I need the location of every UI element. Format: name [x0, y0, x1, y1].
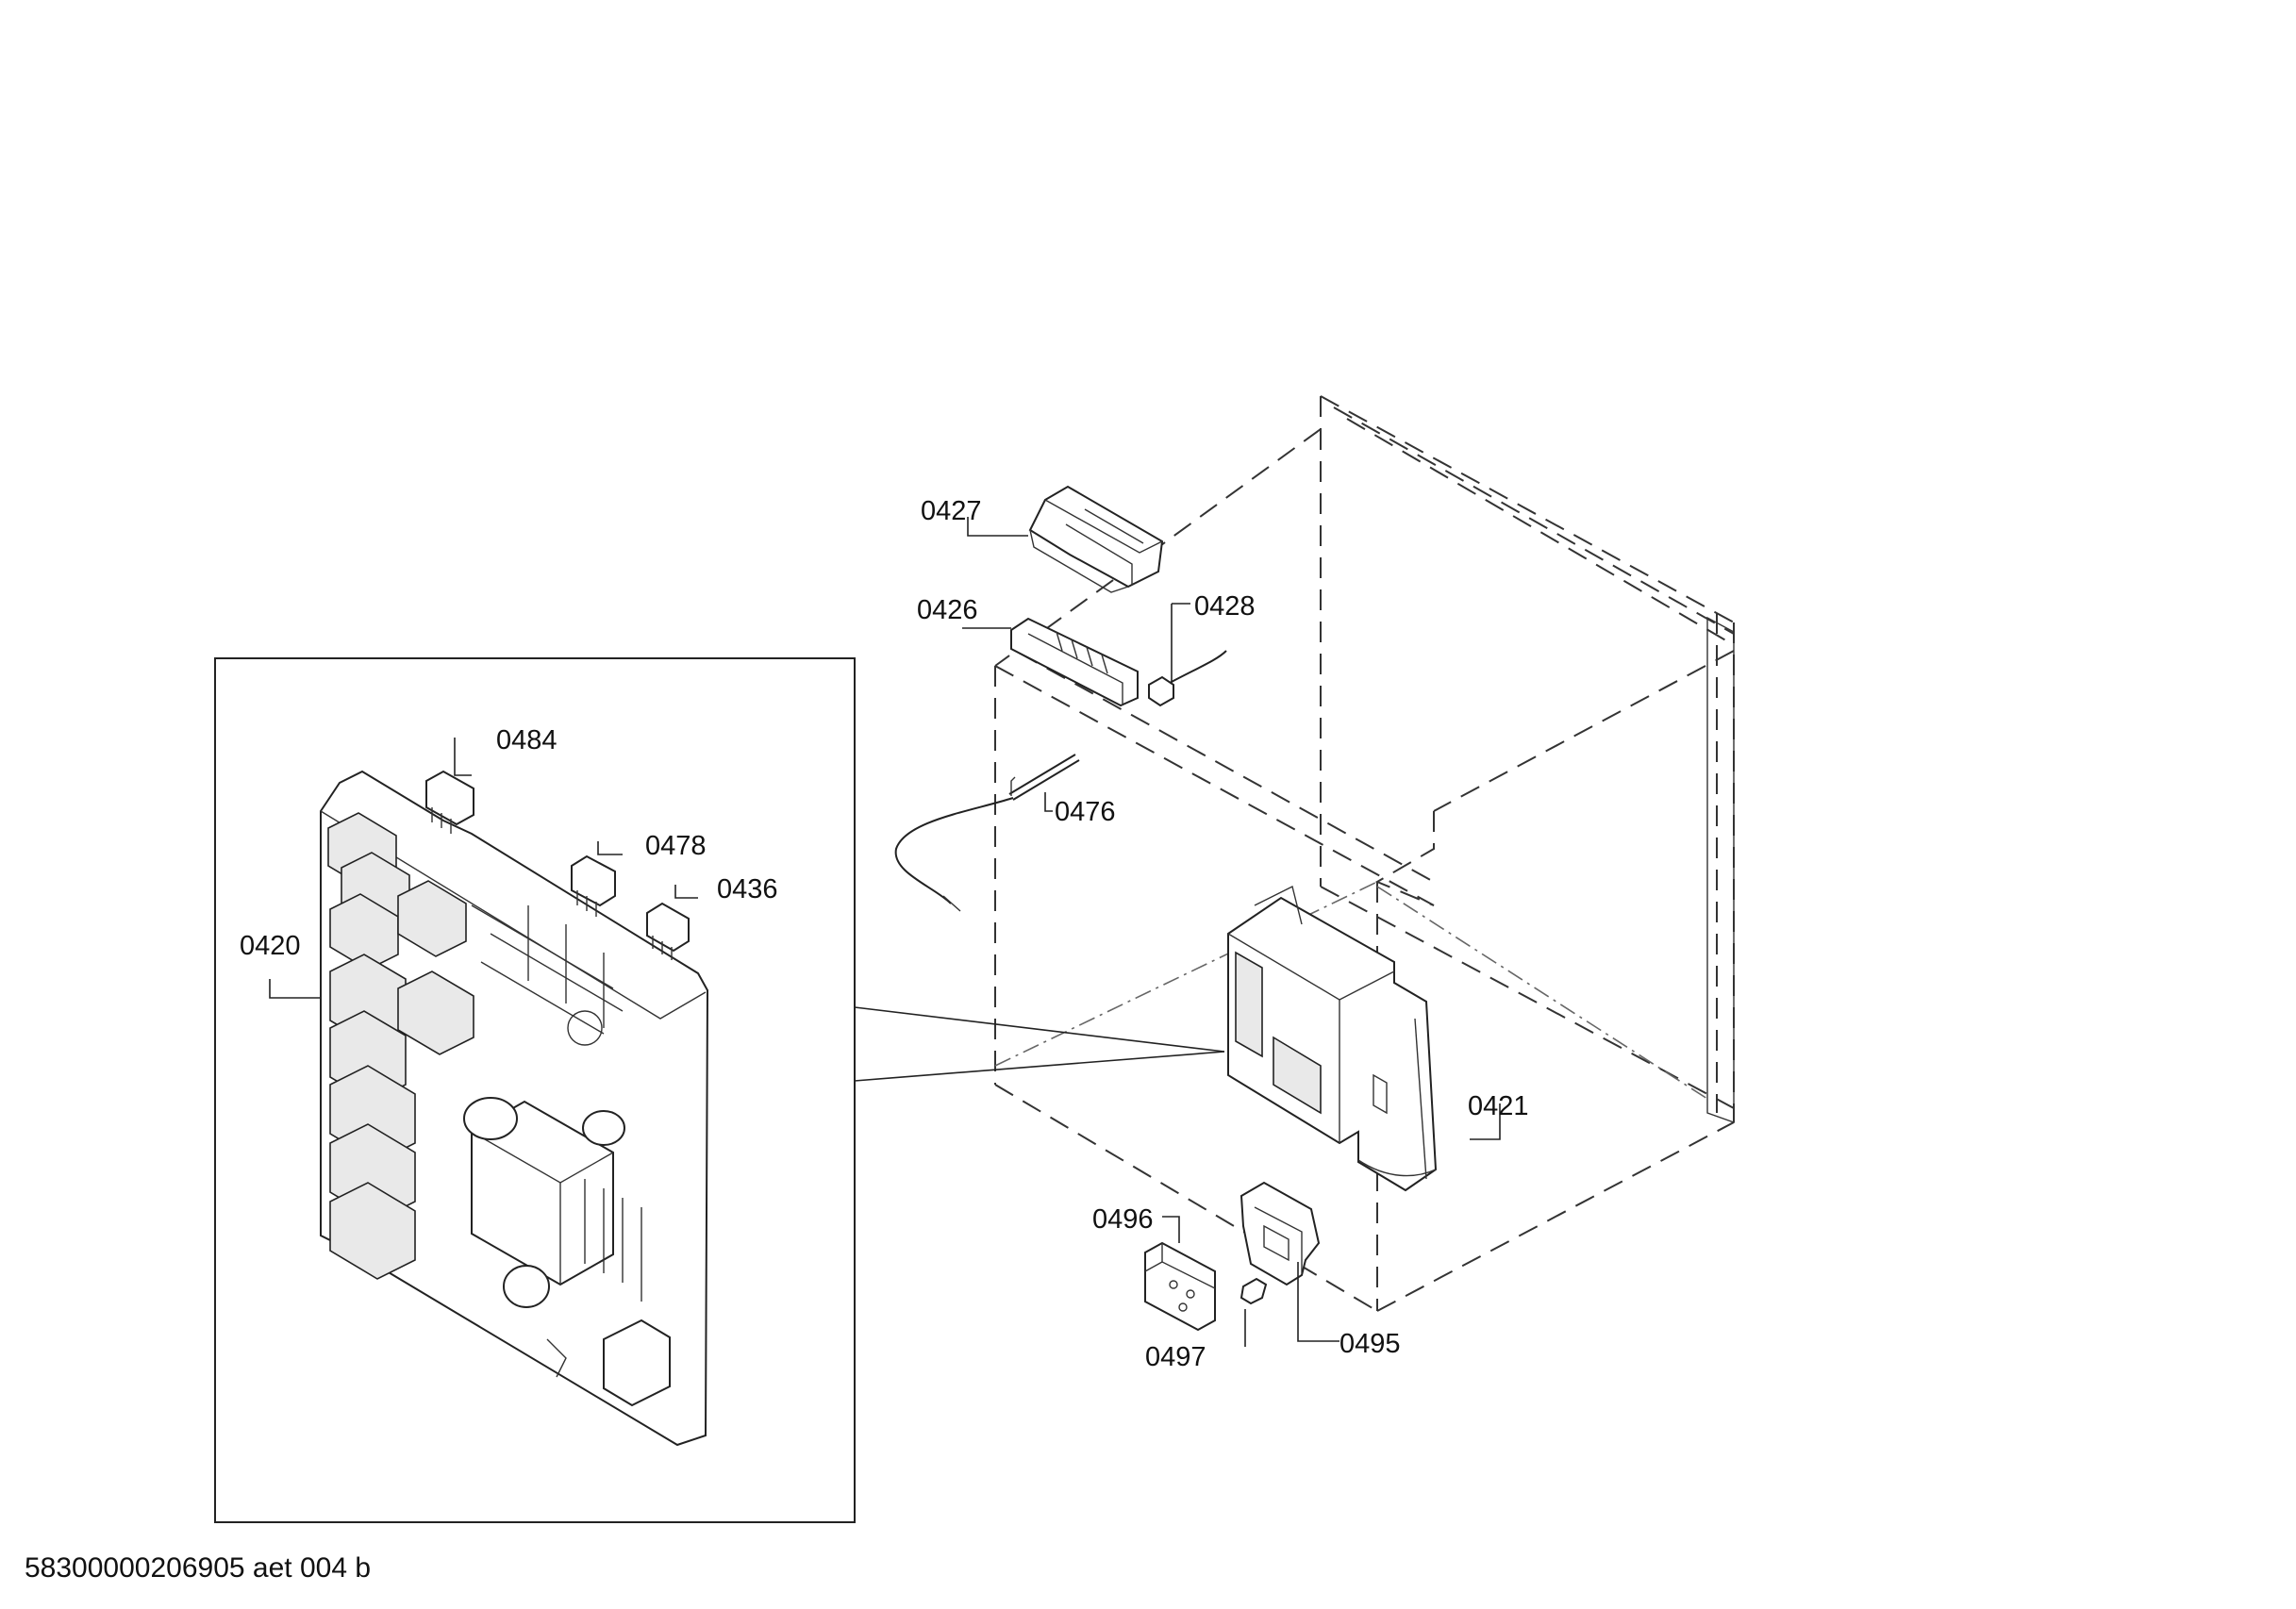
- label-0420: 0420: [240, 931, 301, 961]
- part-0436-connector: [646, 902, 690, 960]
- label-0476: 0476: [1055, 797, 1116, 827]
- part-0478-connector: [571, 854, 616, 917]
- part-0420-main-board: [320, 770, 709, 1447]
- label-0427: 0427: [921, 496, 982, 526]
- label-0497: 0497: [1145, 1342, 1206, 1372]
- part-0476-probe: [894, 754, 1080, 912]
- label-0421: 0421: [1468, 1091, 1529, 1121]
- part-0421-control-board: [1227, 885, 1438, 1192]
- label-0436: 0436: [717, 874, 778, 904]
- label-0496: 0496: [1092, 1204, 1154, 1235]
- label-0428: 0428: [1194, 591, 1256, 622]
- appliance-housing-outline: [994, 395, 1735, 1312]
- part-0427-cover: [1028, 485, 1164, 593]
- part-0484-connector: [425, 770, 474, 834]
- part-0495-bracket: [1240, 1181, 1321, 1286]
- detail-inset: [214, 657, 1225, 1523]
- label-0484: 0484: [496, 725, 557, 755]
- document-id: 58300000206905 aet 004 b: [25, 1552, 372, 1584]
- leader-lines: [269, 517, 1501, 1347]
- part-0426-connector-strip: [1010, 617, 1139, 707]
- part-0428-sensor: [1148, 650, 1227, 707]
- part-0496-box: [1144, 1241, 1216, 1332]
- label-0495: 0495: [1339, 1329, 1401, 1359]
- part-labels: 0427 0426 0428 0476 0421 0496 0497 0495 …: [240, 496, 1529, 1372]
- part-0497-plug: [1240, 1277, 1268, 1305]
- label-0478: 0478: [645, 831, 707, 861]
- label-0426: 0426: [917, 595, 978, 625]
